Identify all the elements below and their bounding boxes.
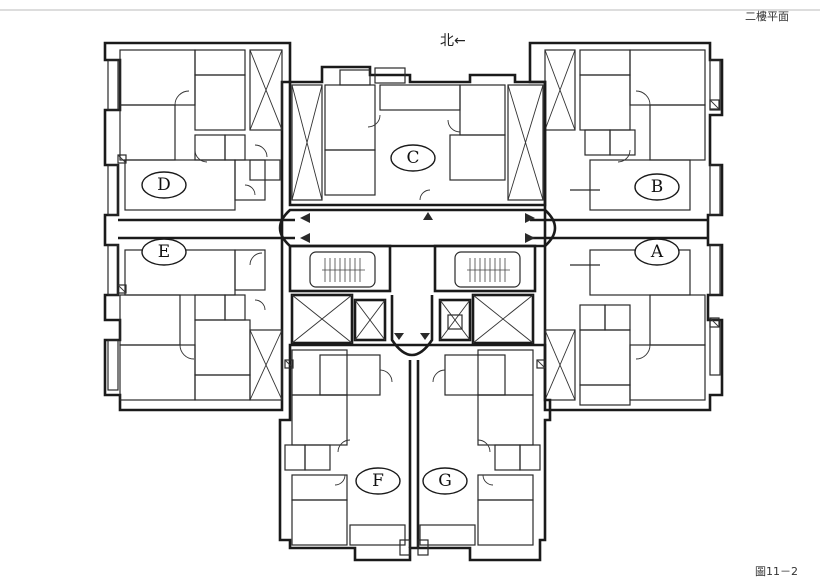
- unit-label-a: A: [634, 238, 680, 266]
- unit-label-f: F: [355, 467, 401, 495]
- unit-label-e-text: E: [158, 242, 170, 262]
- unit-label-b-text: B: [651, 177, 664, 197]
- left-wing: [103, 41, 295, 412]
- central-core: [278, 208, 557, 357]
- right-wing: [528, 41, 724, 412]
- unit-label-g-text: G: [438, 471, 452, 491]
- sheet-title: 二樓平面: [745, 9, 789, 23]
- top-center: [288, 65, 547, 207]
- sheet-number: 圖11－2: [755, 565, 798, 578]
- unit-label-a-text: A: [650, 242, 664, 262]
- north-arrow: 北←: [440, 33, 466, 49]
- unit-label-c: C: [390, 144, 436, 172]
- unit-label-b: B: [634, 173, 680, 201]
- unit-label-c-text: C: [406, 148, 419, 168]
- unit-label-g: G: [422, 467, 468, 495]
- unit-label-f-text: F: [372, 471, 384, 491]
- bottom-wing: [278, 343, 552, 562]
- unit-label-d-text: D: [157, 175, 171, 195]
- unit-label-e: E: [141, 238, 187, 266]
- unit-label-d: D: [141, 171, 187, 199]
